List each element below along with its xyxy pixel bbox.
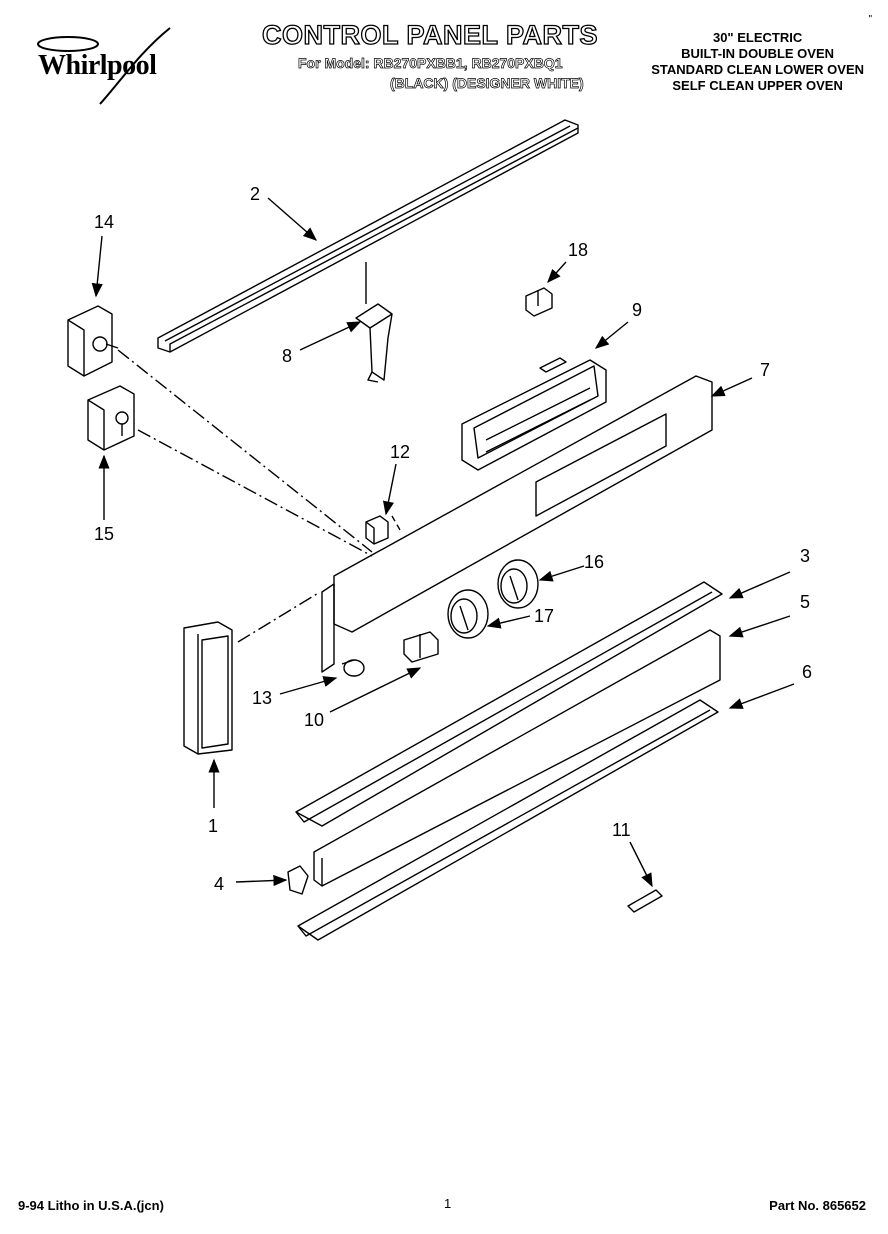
spec-line: STANDARD CLEAN LOWER OVEN: [651, 62, 864, 77]
page-number: 1: [444, 1196, 452, 1211]
page-title: CONTROL PANEL PARTS: [261, 19, 599, 50]
callout-17: 17: [534, 606, 554, 626]
part-7-panel-backing: [321, 375, 713, 673]
brand-name: Whirlpool: [38, 50, 157, 81]
spec-line: SELF CLEAN UPPER OVEN: [672, 78, 843, 93]
callout-2: 2: [250, 184, 260, 204]
callout-11: 11: [612, 820, 631, 840]
product-spec: 30" ELECTRIC BUILT-IN DOUBLE OVEN STANDA…: [651, 30, 864, 94]
part-18-clip: [525, 287, 553, 317]
part-16-knob: [497, 559, 539, 609]
print-info: 9-94 Litho in U.S.A.(jcn): [18, 1198, 164, 1213]
part-6-lower-trim: [297, 699, 719, 941]
part-8-bracket: [355, 262, 393, 383]
part-4-end-clip: [287, 865, 309, 895]
callout-8: 8: [282, 346, 292, 366]
part-11-small-clip: [627, 889, 663, 913]
callout-13: 13: [252, 688, 272, 708]
part-1-end-cap: [183, 621, 233, 755]
part-10-connector: [403, 631, 439, 663]
callout-18: 18: [568, 240, 588, 260]
callout-6: 6: [802, 662, 812, 682]
part-number: Part No. 865652: [769, 1198, 866, 1213]
part-5-middle-trim: [313, 629, 721, 887]
logo-swoosh-icon: [37, 27, 171, 105]
spec-line: 30" ELECTRIC: [712, 30, 803, 45]
callout-5: 5: [800, 592, 810, 612]
part-9-control-board: [461, 357, 607, 471]
callout-9: 9: [632, 300, 642, 320]
callout-14: 14: [94, 212, 114, 232]
part-3-upper-trim: [295, 581, 723, 827]
callout-16: 16: [584, 552, 604, 572]
callout-12: 12: [390, 442, 410, 462]
part-13-bulb: [341, 659, 365, 677]
callout-3: 3: [800, 546, 810, 566]
corner-mark: ": [868, 14, 872, 25]
model-colors: (BLACK) (DESIGNER WHITE): [390, 75, 584, 92]
part-2-top-trim: [157, 119, 579, 353]
whirlpool-logo: Whirlpool: [20, 22, 190, 112]
model-numbers: For Model: RB270PXBB1, RB270PXBQ1: [298, 55, 563, 72]
part-14-switch: [67, 305, 119, 377]
part-17-knob: [447, 589, 489, 639]
callout-7: 7: [760, 360, 770, 380]
callout-10: 10: [304, 710, 324, 730]
callout-4: 4: [214, 874, 224, 894]
spec-line: BUILT-IN DOUBLE OVEN: [681, 46, 835, 61]
part-15-switch: [87, 385, 135, 451]
callout-1: 1: [208, 816, 218, 836]
part-12-relay: [365, 515, 389, 545]
callout-15: 15: [94, 524, 114, 544]
